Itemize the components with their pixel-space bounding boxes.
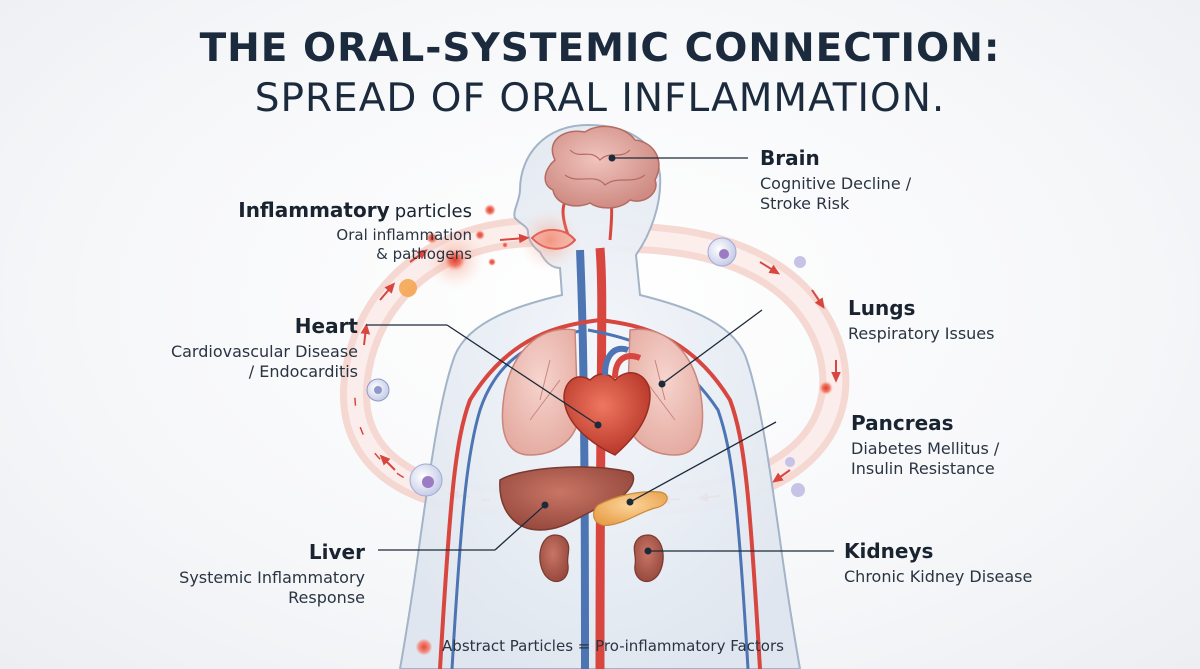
- label-inflammatory-desc-1: Oral inflammation: [336, 225, 472, 244]
- label-pancreas-desc-1: Diabetes Mellitus /: [851, 438, 1000, 458]
- right-kidney: [633, 534, 664, 583]
- label-inflammatory-particles: Inflammatory particles Oral inflammation…: [220, 198, 472, 264]
- leader-dot-lungs: [658, 380, 666, 388]
- pancreas: [593, 491, 668, 527]
- label-liver-desc-2: Response: [288, 588, 365, 608]
- label-heart-head: Heart: [294, 314, 358, 338]
- leader-dot-heart: [594, 421, 602, 429]
- label-kidneys: Kidneys Chronic Kidney Disease: [844, 539, 1032, 587]
- label-pancreas-head: Pancreas: [851, 411, 954, 435]
- right-lung: [626, 328, 704, 456]
- label-inflammatory-head-rest: particles: [394, 201, 472, 222]
- title-line-2: SPREAD OF ORAL INFLAMMATION.: [254, 76, 946, 121]
- label-brain-desc-2: Stroke Risk: [760, 194, 850, 214]
- legend-text: Abstract Particles = Pro-inflammatory Fa…: [442, 637, 784, 655]
- leader-dot-pancreas: [626, 498, 634, 506]
- leader-heart-2: [446, 324, 599, 426]
- label-inflammatory-desc-2: & pathogens: [376, 244, 472, 263]
- leader-dot-brain: [608, 154, 616, 162]
- label-heart-desc-2: / Endocarditis: [248, 362, 358, 382]
- left-lung: [501, 328, 579, 456]
- leader-dot-kidneys: [644, 547, 652, 555]
- label-kidneys-desc-1: Chronic Kidney Disease: [844, 566, 1033, 586]
- label-liver: Liver Systemic Inflammatory Response: [140, 540, 365, 609]
- inflammatory-particle-cluster: [399, 204, 530, 297]
- label-lungs-head: Lungs: [848, 296, 916, 320]
- leader-dot-liver: [541, 501, 549, 509]
- brain: [544, 125, 660, 209]
- label-brain-desc-1: Cognitive Decline /: [760, 173, 912, 193]
- title-line-1: THE ORAL-SYSTEMIC CONNECTION:: [199, 26, 1001, 71]
- oral-inflammation-glow: [518, 208, 582, 272]
- label-liver-head: Liver: [308, 540, 365, 564]
- leader-lines: [366, 157, 834, 552]
- label-kidneys-head: Kidneys: [844, 539, 934, 563]
- legend: Abstract Particles = Pro-inflammatory Fa…: [0, 637, 1200, 655]
- leader-pancreas: [629, 421, 777, 503]
- label-pancreas-desc-2: Insulin Resistance: [851, 459, 995, 479]
- label-liver-desc-1: Systemic Inflammatory: [179, 567, 365, 587]
- label-inflammatory-head-bold: Inflammatory: [238, 198, 390, 222]
- label-heart: Heart Cardiovascular Disease / Endocardi…: [120, 314, 358, 383]
- label-pancreas: Pancreas Diabetes Mellitus / Insulin Res…: [851, 411, 999, 480]
- label-brain-head: Brain: [760, 146, 820, 170]
- label-brain: Brain Cognitive Decline / Stroke Risk: [760, 146, 911, 215]
- label-heart-desc-1: Cardiovascular Disease: [170, 341, 358, 361]
- label-lungs: Lungs Respiratory Issues: [848, 296, 994, 344]
- leader-liver-2: [494, 504, 546, 551]
- label-lungs-desc-1: Respiratory Issues: [848, 323, 995, 343]
- left-kidney: [539, 534, 570, 583]
- leader-lungs: [661, 309, 763, 385]
- immune-cells: [366, 237, 833, 497]
- particle-legend-icon: [416, 638, 433, 655]
